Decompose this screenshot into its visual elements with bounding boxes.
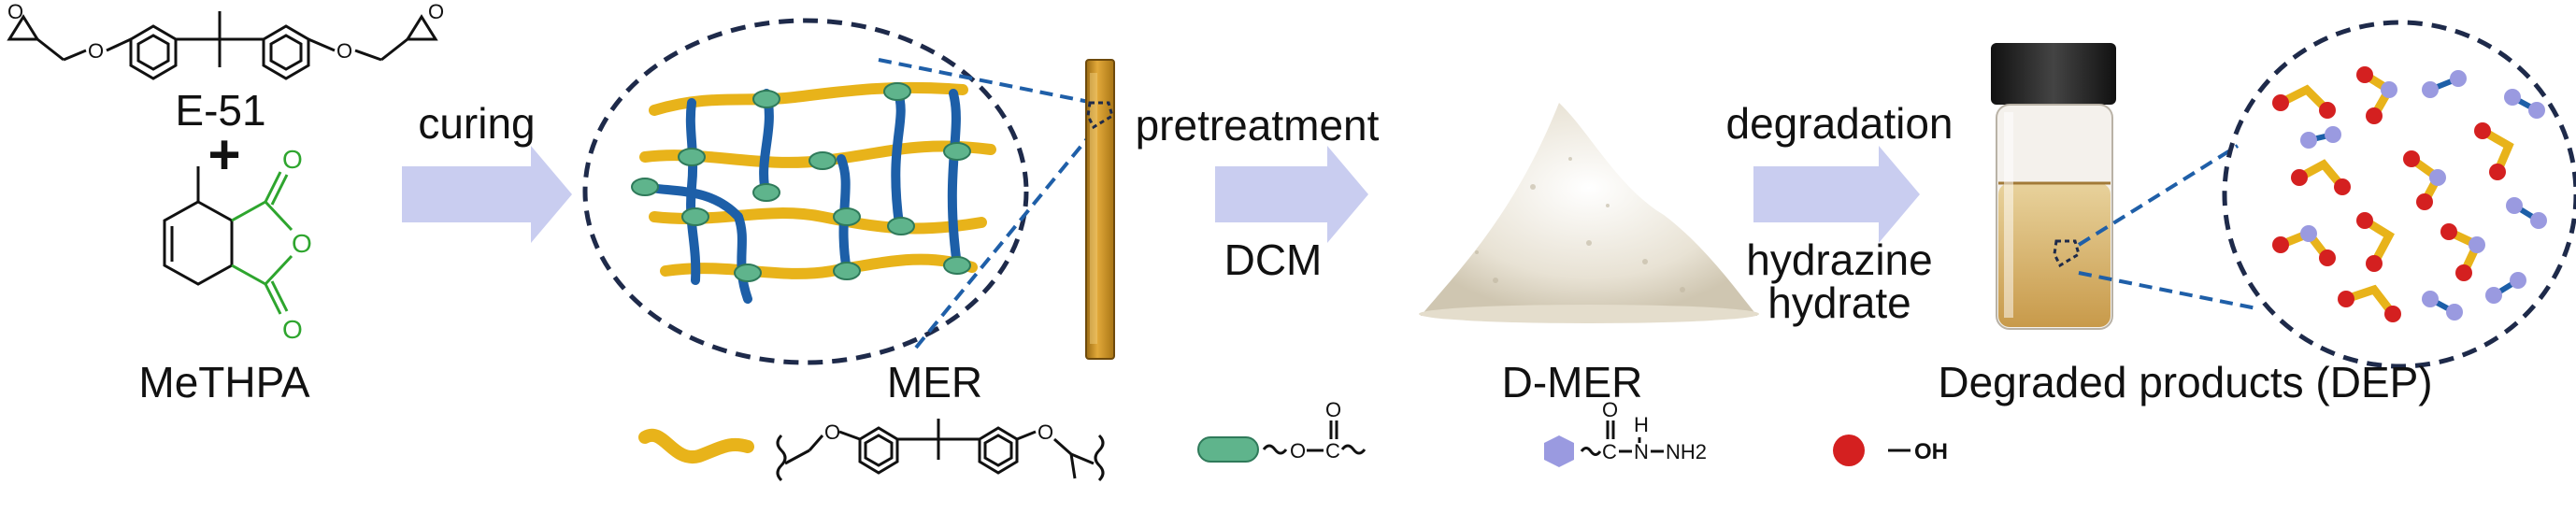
e51-structure: O O O O xyxy=(7,0,444,80)
dmer-label: D-MER xyxy=(1502,358,1643,406)
legend-hydrazide-icon xyxy=(1544,435,1574,467)
vial xyxy=(1991,43,2116,330)
methpa-structure: O O O xyxy=(163,145,312,344)
vial-cap xyxy=(1991,43,2116,105)
dep-label: Degraded products (DEP) xyxy=(1938,358,2432,406)
pretreatment-label: pretreatment xyxy=(1136,101,1380,150)
vial-zoom-marker xyxy=(2053,239,2081,268)
hydrazine-label: hydrazine xyxy=(1746,235,1932,284)
anhydride-o-bottom: O xyxy=(282,315,303,344)
anhydride-o-ring: O xyxy=(292,229,312,258)
svg-text:C: C xyxy=(1325,439,1340,463)
ether-o-right: O xyxy=(336,39,352,63)
vial-zoom-line-top xyxy=(2077,144,2240,247)
pretreatment-arrow xyxy=(1215,146,1368,243)
dep-molecules xyxy=(2272,66,2547,322)
legend-hydrazide-structure: C O N H NH2 xyxy=(1580,398,1707,463)
degradation-label: degradation xyxy=(1726,99,1953,148)
svg-text:O: O xyxy=(1602,398,1618,421)
svg-text:H: H xyxy=(1634,413,1649,436)
legend-bisphenol-chain-icon xyxy=(638,428,754,463)
ether-o-left: O xyxy=(88,39,104,63)
dmer-powder xyxy=(1419,103,1759,323)
mer-network xyxy=(631,81,996,304)
zoom-line-bottom xyxy=(914,129,1095,349)
degradation-arrow xyxy=(1753,146,1920,243)
e51-label: E-51 xyxy=(175,86,265,135)
legend-hydroxyl-icon xyxy=(1833,435,1865,466)
mer-network-zoom-circle xyxy=(582,18,1029,365)
svg-text:O: O xyxy=(428,0,444,23)
svg-text:N: N xyxy=(1634,440,1649,463)
svg-text:C: C xyxy=(1602,440,1617,463)
sample-zoom-marker xyxy=(1086,101,1114,130)
curing-arrow xyxy=(402,146,572,243)
curing-label: curing xyxy=(418,99,535,148)
svg-text:O: O xyxy=(7,0,23,23)
plus-sign: + xyxy=(208,123,240,186)
legend-hydroxyl-label: OH xyxy=(1914,439,1948,464)
dep-zoom-circle xyxy=(2222,20,2576,369)
vial-liquid xyxy=(1998,183,2111,327)
vial-zoom-line-bottom xyxy=(2078,271,2257,310)
svg-text:O: O xyxy=(1038,420,1053,444)
mer-label: MER xyxy=(887,358,982,406)
legend: O O O C O xyxy=(638,398,1948,482)
legend-bisphenol-structure: O O xyxy=(776,419,1105,482)
svg-text:O: O xyxy=(1290,439,1306,463)
svg-text:O: O xyxy=(1325,398,1341,421)
zoom-line-top xyxy=(878,58,1095,105)
legend-ester-capsule-icon xyxy=(1197,436,1259,463)
legend-ester-structure: O C O xyxy=(1262,398,1367,463)
svg-text:NH2: NH2 xyxy=(1666,440,1707,463)
hydrate-label: hydrate xyxy=(1767,278,1911,327)
dcm-label: DCM xyxy=(1224,235,1323,284)
methpa-label: MeTHPA xyxy=(138,358,309,406)
anhydride-o-top: O xyxy=(282,145,303,174)
svg-text:O: O xyxy=(824,420,840,444)
